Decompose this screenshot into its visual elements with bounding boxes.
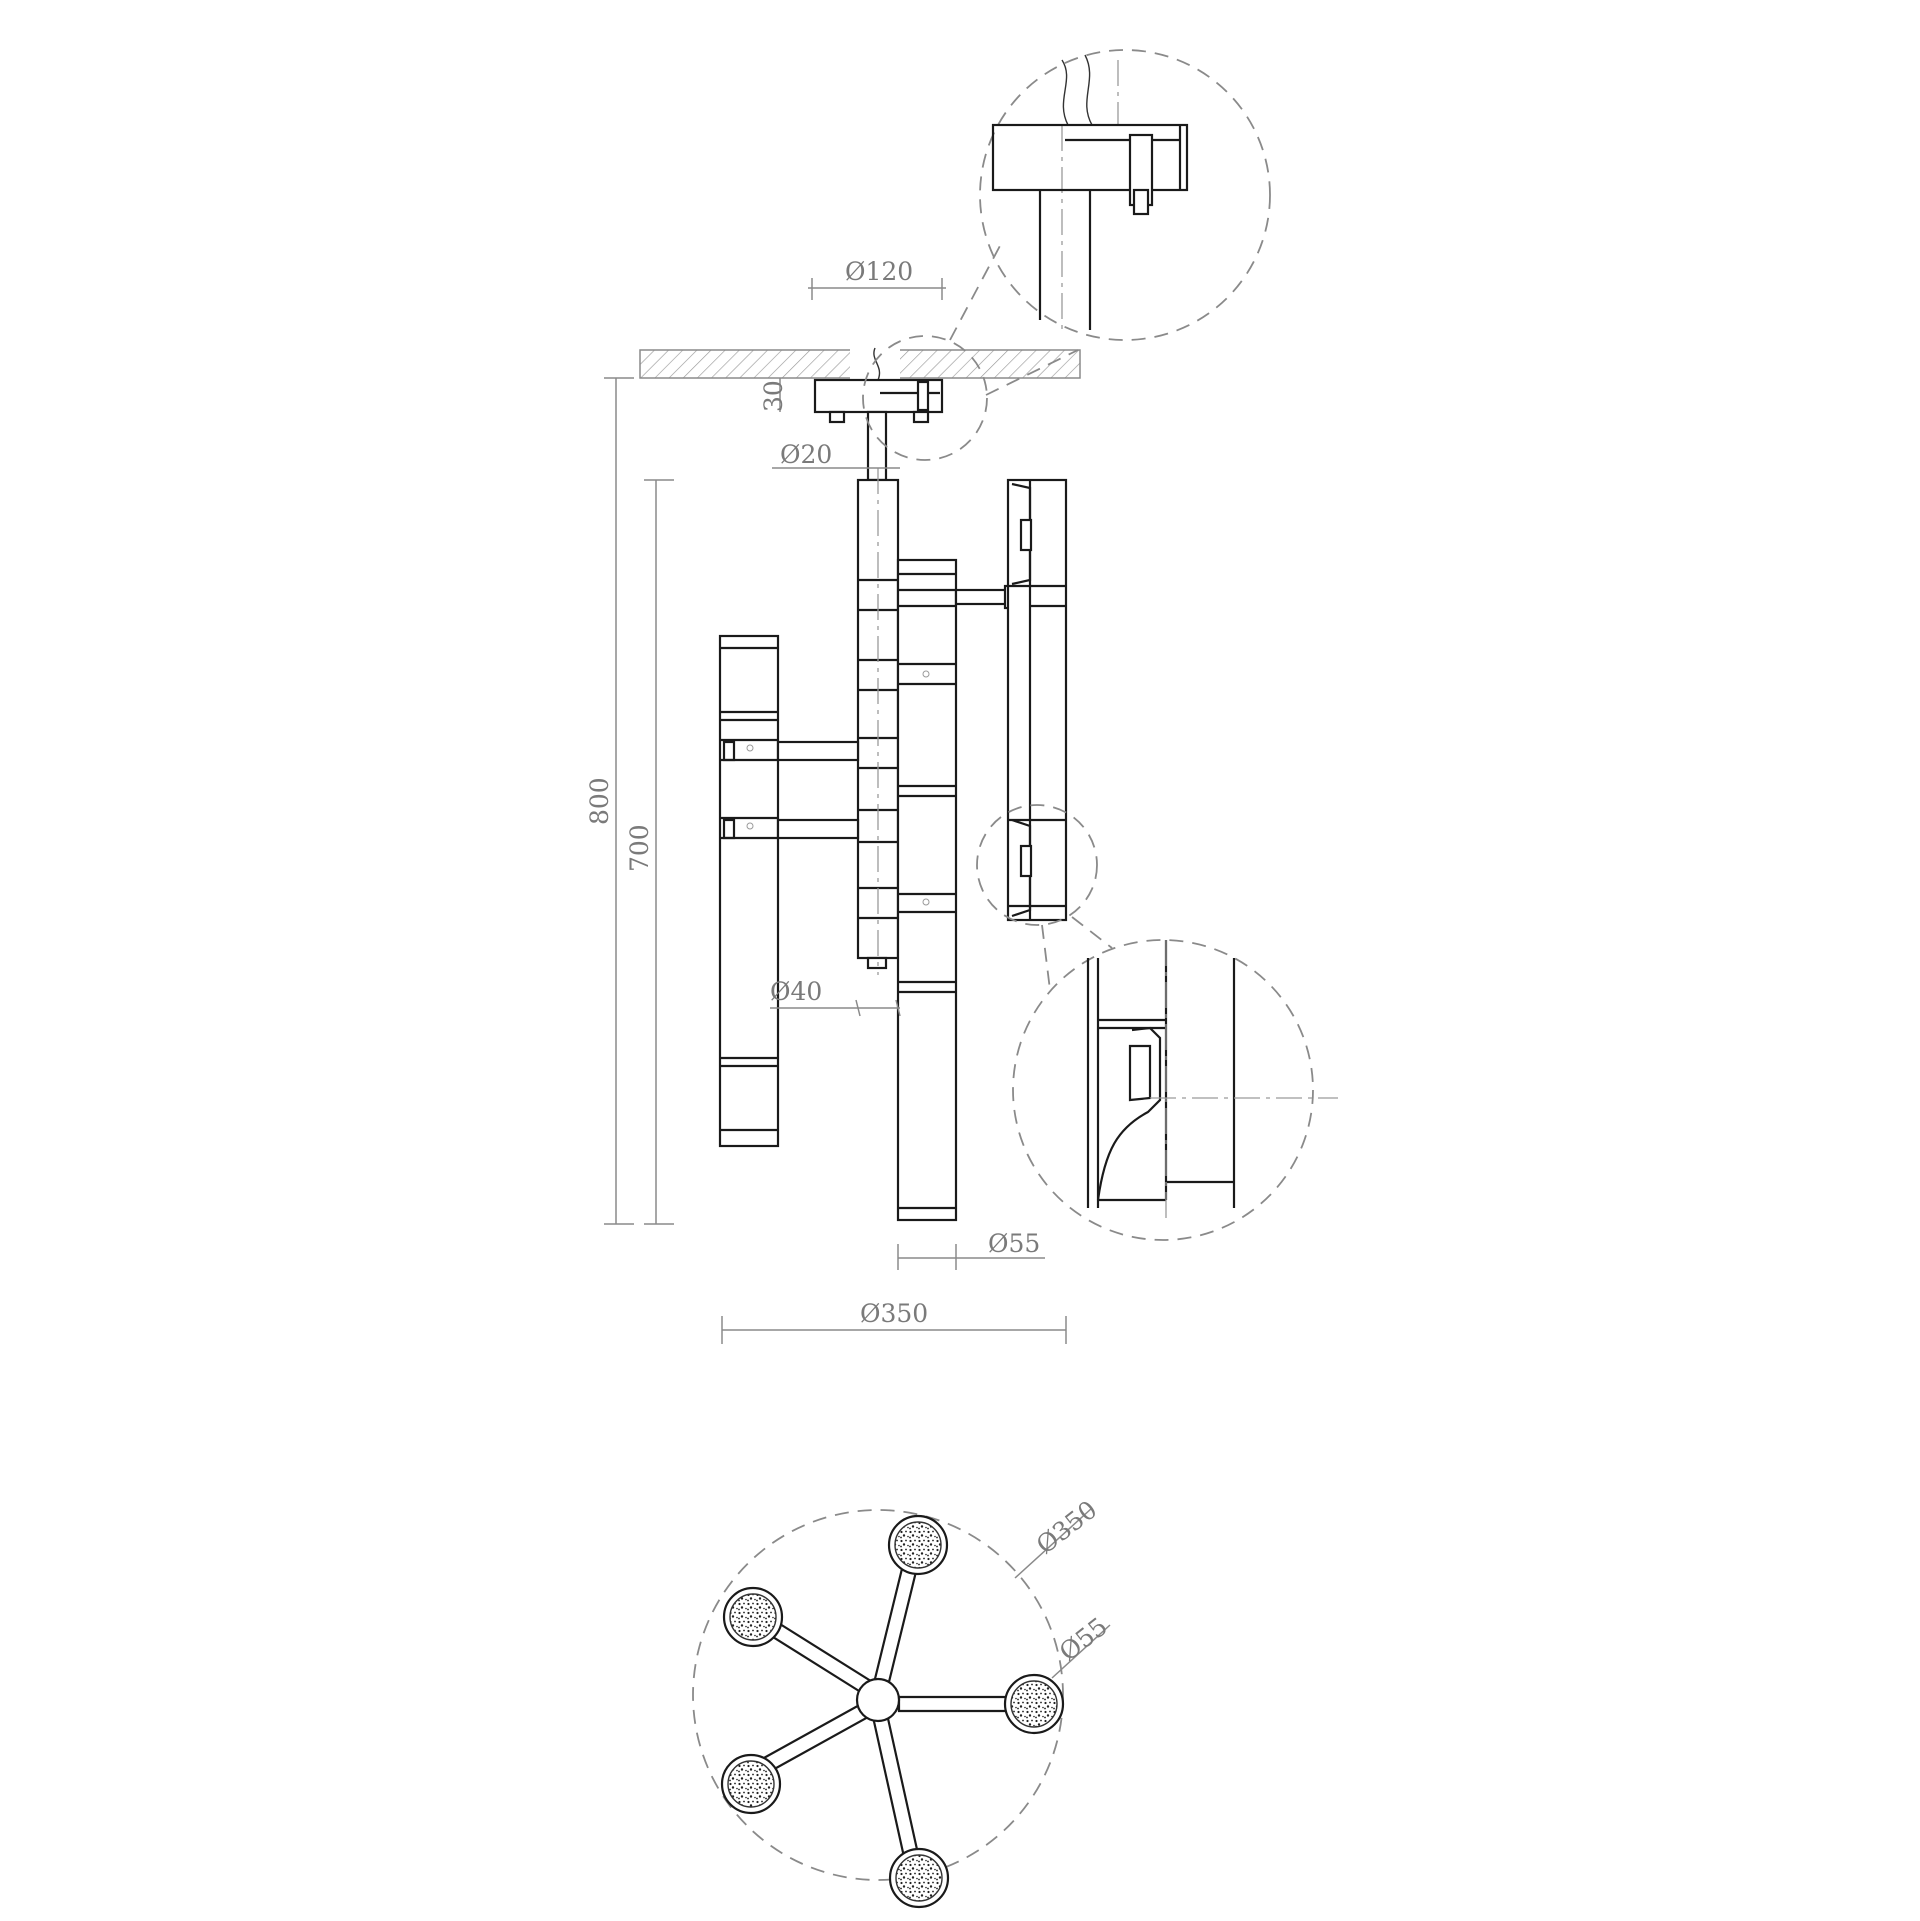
plan-tube-5 [888, 1847, 950, 1909]
detail-canopy [862, 49, 1271, 461]
detail-socket [976, 804, 1338, 1241]
plan-tube-2 [722, 1586, 784, 1648]
plan-tube-4 [720, 1753, 782, 1815]
total-height-label: 800 [585, 777, 614, 825]
stem-diameter-label: Ø20 [780, 440, 832, 469]
dimension-labels: Ø120 30 Ø20 800 700 Ø40 Ø55 Ø350 [585, 257, 1040, 1328]
central-body [856, 468, 900, 975]
plan-view: Ø350 Ø55 [692, 1495, 1113, 1909]
body-height-label: 700 [625, 824, 654, 872]
canopy-diameter-label: Ø120 [845, 257, 913, 286]
plan-tube-diameter-label: Ø55 [1054, 1612, 1113, 1667]
canopy-height-label: 30 [759, 380, 788, 412]
right-arm [954, 584, 1013, 610]
right-tube-section [1006, 478, 1068, 922]
plan-overall-diameter-label: Ø350 [1031, 1495, 1103, 1560]
overall-diameter-label: Ø350 [860, 1299, 928, 1328]
arm-diameter-label: Ø40 [770, 977, 822, 1006]
ceiling-slab [639, 344, 1081, 384]
plan-tube-1 [887, 1514, 949, 1576]
canopy [813, 378, 944, 424]
left-tube [718, 634, 780, 1148]
left-arms [776, 740, 860, 840]
center-tube [896, 558, 958, 1222]
dimension-lines [604, 278, 1067, 1344]
plan-tube-3 [1003, 1673, 1065, 1735]
tube-diameter-label: Ø55 [988, 1229, 1040, 1258]
stem [866, 410, 888, 482]
